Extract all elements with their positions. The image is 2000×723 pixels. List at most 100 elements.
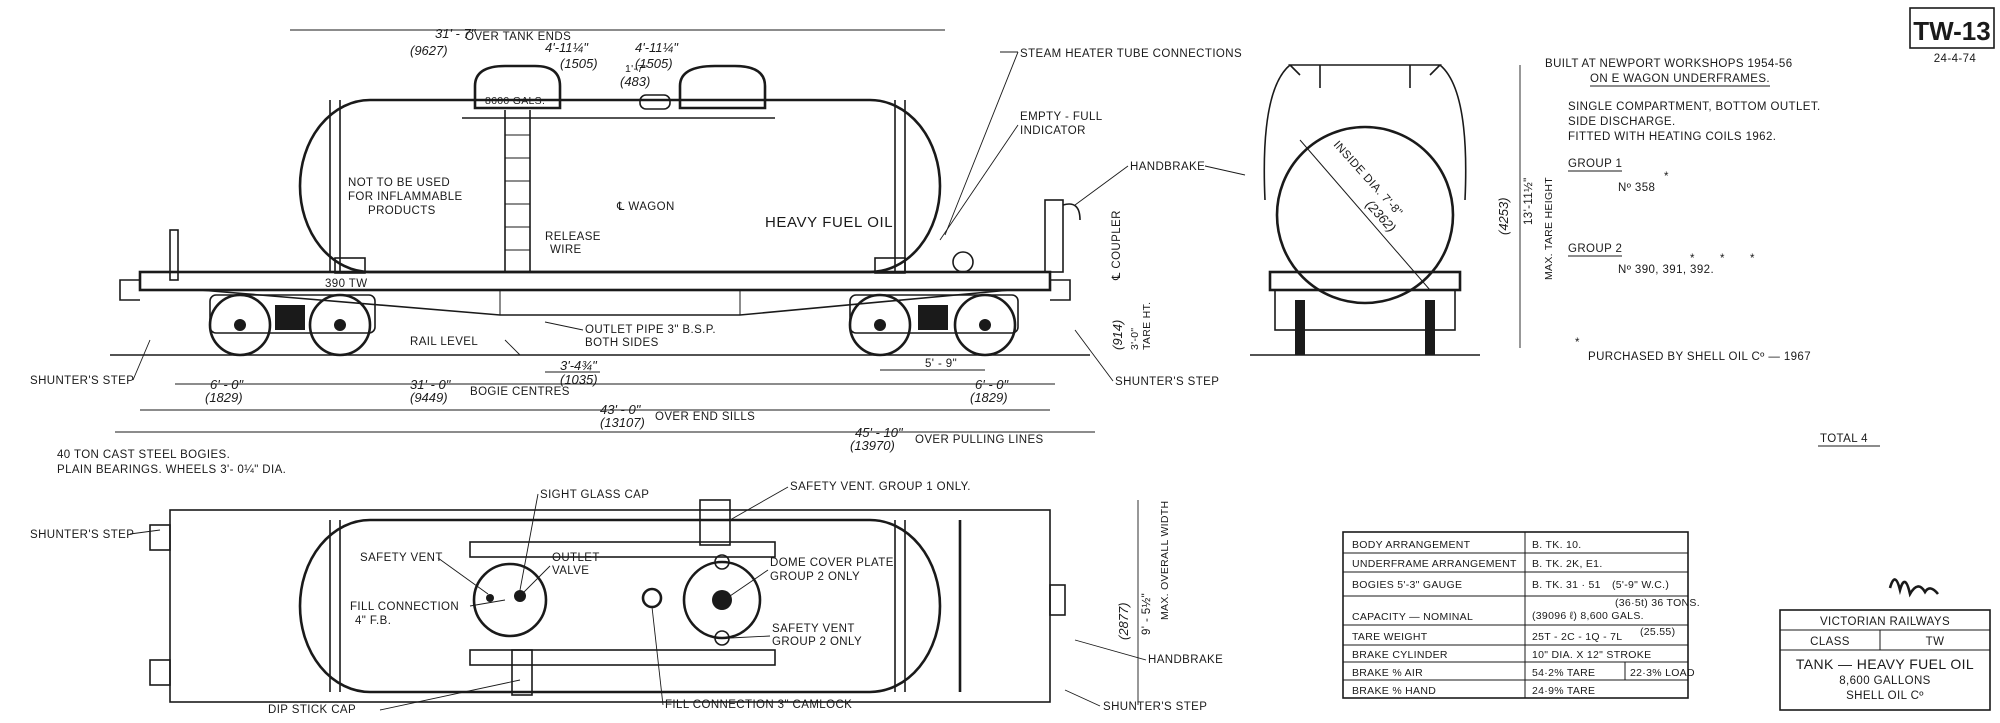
- desc-note-3: FITTED WITH HEATING COILS 1962.: [1568, 131, 1776, 143]
- end-elevation: INSIDE DIA. 7'-8" (2362) (4253) 13'-11½"…: [1250, 64, 1555, 356]
- spec-label-air: BRAKE % AIR: [1352, 667, 1423, 679]
- rail-level-label: RAIL LEVEL: [410, 336, 478, 348]
- spec-label-tare: TARE WEIGHT: [1352, 631, 1428, 643]
- spec-label-bogies: BOGIES 5'-3" GAUGE: [1352, 579, 1462, 591]
- safety-vent-g1-label: SAFETY VENT. GROUP 1 ONLY.: [790, 481, 971, 493]
- group2-numbers: Nº 390, 391, 392.: [1618, 264, 1714, 276]
- end-sills-label: OVER END SILLS: [655, 411, 755, 423]
- plan-dome-right: [682, 560, 762, 640]
- over-tank-ends-label: OVER TANK ENDS: [465, 31, 571, 43]
- spec-label-hand: BRAKE % HAND: [1352, 685, 1436, 697]
- class-label: CLASS: [1810, 636, 1850, 648]
- built-note-2: ON E WAGON UNDERFRAMES.: [1590, 73, 1770, 85]
- title-desc-3: SHELL OIL Cº: [1846, 690, 1924, 702]
- desc-note-1: SINGLE COMPARTMENT, BOTTOM OUTLET.: [1568, 101, 1821, 113]
- spec-extra-tare: (25.55): [1640, 626, 1675, 638]
- release-wire-2: WIRE: [550, 244, 582, 256]
- end-sills-ft: 43' - 0": [600, 402, 642, 417]
- title-block: VICTORIAN RAILWAYS CLASS TW TANK — HEAVY…: [1779, 578, 1991, 711]
- group1-asterisk: *: [1664, 171, 1669, 183]
- fill-camlock-label: FILL CONNECTION 3" CAMLOCK: [665, 699, 852, 711]
- warning-line-1: NOT TO BE USED: [348, 177, 450, 189]
- railway-name: VICTORIAN RAILWAYS: [1820, 616, 1950, 628]
- outlet-pipe-2: BOTH SIDES: [585, 337, 659, 349]
- shunters-step-left: SHUNTER'S STEP: [30, 375, 134, 387]
- coupler-centreline: ℄ COUPLER: [1111, 210, 1123, 281]
- title-desc-2: 8,600 GALLONS: [1839, 675, 1931, 687]
- side-elevation: 31' - 7" (9627) OVER TANK ENDS 4'-11¼" (…: [30, 26, 1246, 453]
- dome-left: [473, 64, 562, 110]
- spec-label-underframe: UNDERFRAME ARRANGEMENT: [1352, 558, 1517, 570]
- spec-table: BODY ARRANGEMENT B. TK. 10. UNDERFRAME A…: [1342, 531, 1700, 699]
- plan-tank: [298, 518, 942, 694]
- ladder: [504, 110, 531, 272]
- dome-spacing-1-ft: 4'-11¼": [545, 40, 589, 55]
- end-right-ft: 6' - 0": [975, 377, 1009, 392]
- coupler-height-mm: (914): [1110, 320, 1125, 350]
- warning-line-3: PRODUCTS: [368, 205, 436, 217]
- empty-full-label-2: INDICATOR: [1020, 125, 1086, 137]
- spec-value-tare: 25T - 2C - 1Q - 7L: [1532, 631, 1622, 643]
- total-count: TOTAL 4: [1820, 433, 1868, 445]
- dome-offset-mm: (483): [620, 74, 650, 89]
- wagon-centreline: ℄ WAGON: [616, 201, 675, 213]
- spec-extra-capacity: (36·5t) 36 TONS.: [1615, 597, 1700, 609]
- release-wire-1: RELEASE: [545, 231, 601, 243]
- bogie-left: [208, 293, 376, 357]
- dome-cover-2: GROUP 2 ONLY: [770, 571, 860, 583]
- plan-view: SHUNTER'S STEP SIGHT GLASS CAP SAFETY VE…: [30, 481, 1223, 716]
- bogie-centres-mm: (9449): [410, 390, 448, 405]
- spec-extra-air: 22·3% LOAD: [1630, 667, 1695, 679]
- plan-shunters-step-right: SHUNTER'S STEP: [1103, 701, 1207, 713]
- purchased-asterisk: *: [1575, 337, 1580, 349]
- spec-label-cylinder: BRAKE CYLINDER: [1352, 649, 1448, 661]
- safety-vent-label: SAFETY VENT: [360, 552, 443, 564]
- spec-label-capacity: CAPACITY — NOMINAL: [1352, 611, 1473, 623]
- group1-numbers: Nº 358: [1618, 182, 1655, 194]
- spec-value-body: B. TK. 10.: [1532, 539, 1582, 551]
- pulling-lines-ft: 45' - 10": [855, 425, 904, 440]
- tare-height-label: TARE HT.: [1141, 302, 1153, 350]
- group1-title: GROUP 1: [1568, 158, 1622, 170]
- dome-spacing-1-mm: (1505): [560, 56, 598, 71]
- drawing-date: 24-4-74: [1934, 53, 1977, 65]
- spec-value-bogies: B. TK. 31 · 51: [1532, 579, 1601, 591]
- drawing-id-box: TW-13 24-4-74: [1909, 7, 1995, 65]
- bogie-centres-ft: 31' - 0": [410, 377, 452, 392]
- dome-right: [678, 64, 767, 110]
- dome-spacing-2-ft: 4'-11¼": [635, 40, 679, 55]
- sight-glass-label: SIGHT GLASS CAP: [540, 489, 649, 501]
- pulling-lines-mm: (13970): [850, 438, 895, 453]
- bogie-note-2: PLAIN BEARINGS. WHEELS 3'- 0¼" DIA.: [57, 464, 286, 476]
- spec-value-cylinder: 10" DIA. X 12" STROKE: [1532, 649, 1651, 661]
- built-note-1: BUILT AT NEWPORT WORKSHOPS 1954-56: [1545, 58, 1793, 70]
- safety-vent-g2-2: GROUP 2 ONLY: [772, 636, 862, 648]
- steam-heater-label: STEAM HEATER TUBE CONNECTIONS: [1020, 48, 1242, 60]
- drawing-id: TW-13: [1913, 16, 1990, 46]
- plan-width-mm: (2877): [1116, 602, 1131, 640]
- warning-line-2: FOR INFLAMMABLE: [348, 191, 463, 203]
- bogie-right: [848, 293, 1019, 357]
- spec-label-body: BODY ARRANGEMENT: [1352, 539, 1471, 551]
- tank-end-circle: [1275, 125, 1455, 305]
- title-desc-1: TANK — HEAVY FUEL OIL: [1796, 656, 1974, 672]
- outlet-valve-1: OUTLET: [552, 552, 600, 564]
- pulling-lines-label: OVER PULLING LINES: [915, 434, 1044, 446]
- desc-note-2: SIDE DISCHARGE.: [1568, 116, 1676, 128]
- max-tare-height-label: MAX. TARE HEIGHT: [1543, 177, 1555, 280]
- group2-asterisk-3: *: [1750, 253, 1755, 265]
- wagon-number: 390 TW: [325, 278, 367, 290]
- spec-value-hand: 24·9% TARE: [1532, 685, 1595, 697]
- group2-title: GROUP 2: [1568, 243, 1622, 255]
- dome-capacity: 8600 GALS.: [485, 95, 545, 107]
- height-mm: (4253): [1496, 197, 1511, 235]
- signature: [1888, 578, 1940, 598]
- dome-cover-1: DOME COVER PLATE: [770, 557, 894, 569]
- spec-value-underframe: B. TK. 2K, E1.: [1532, 558, 1603, 570]
- plan-dome-left: [472, 562, 548, 638]
- purchased-note: PURCHASED BY SHELL OIL Cº — 1967: [1588, 351, 1811, 363]
- plan-shunters-step-left: SHUNTER'S STEP: [30, 529, 134, 541]
- outlet-offset-mm: (1035): [560, 372, 598, 387]
- group2-asterisk-2: *: [1720, 253, 1725, 265]
